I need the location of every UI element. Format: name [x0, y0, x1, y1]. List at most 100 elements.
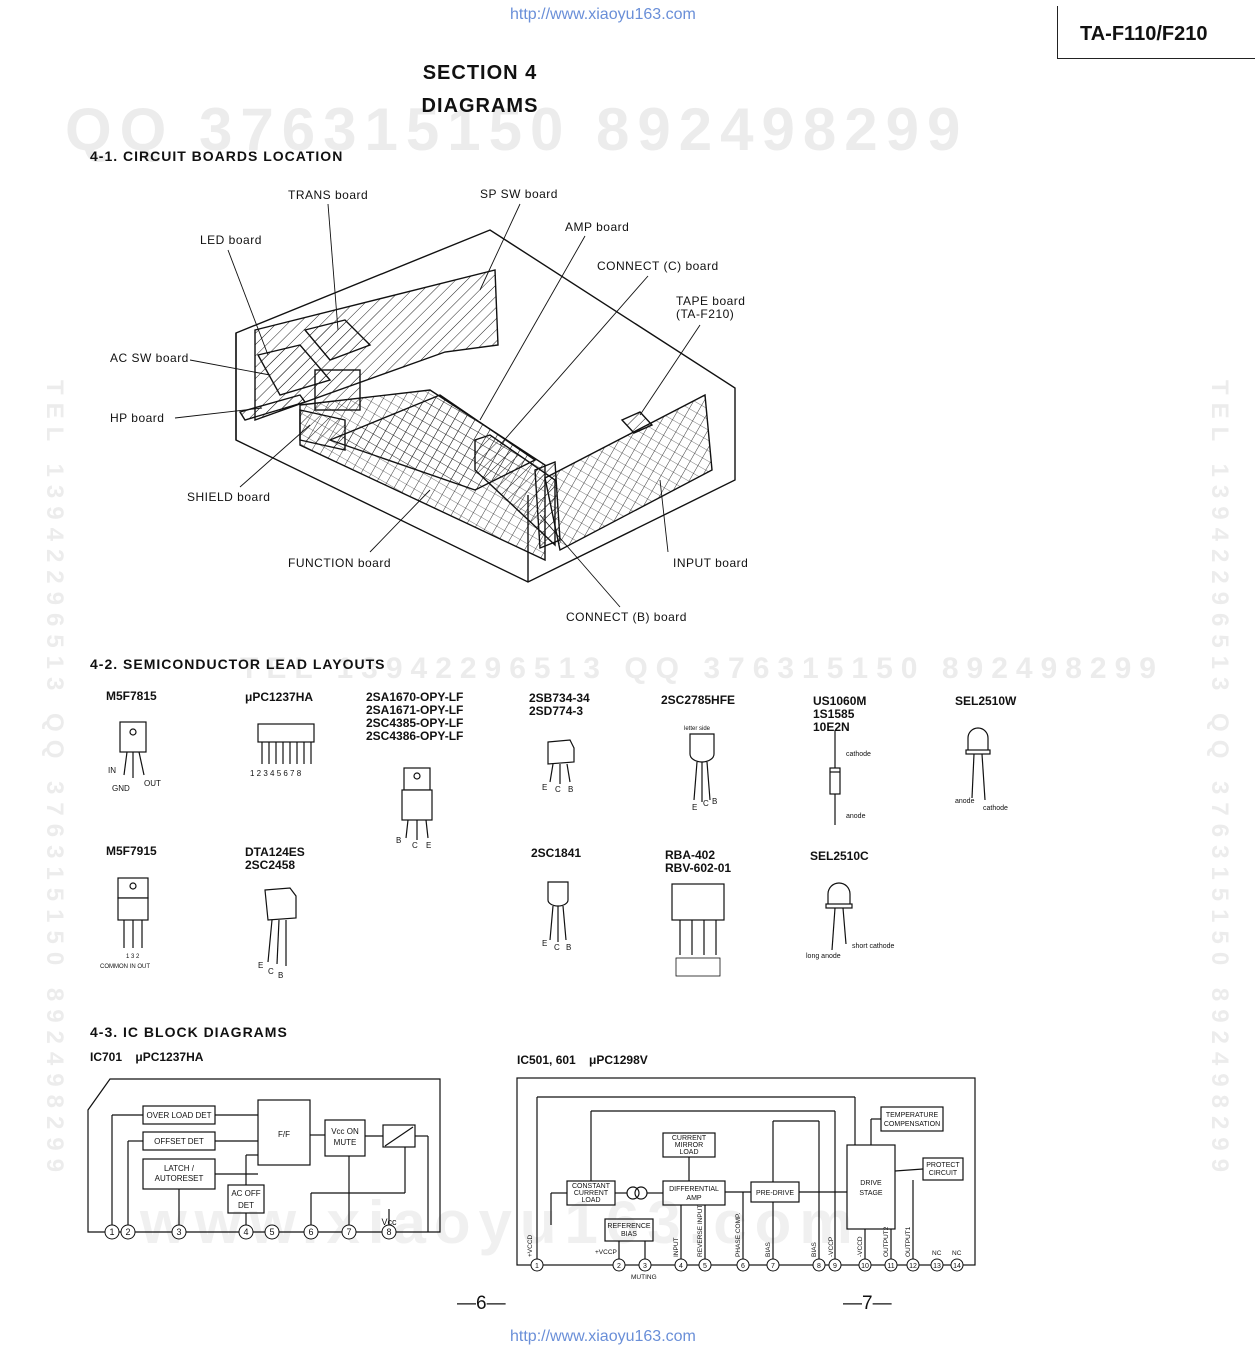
svg-text:CIRCUIT: CIRCUIT	[929, 1170, 958, 1177]
svg-text:5: 5	[703, 1263, 707, 1270]
svg-text:INPUT: INPUT	[673, 1237, 680, 1257]
pin-c: C	[412, 841, 418, 850]
svg-text:8: 8	[386, 1227, 391, 1237]
label-input-board: INPUT board	[673, 556, 749, 570]
svg-text:MUTE: MUTE	[334, 1138, 357, 1147]
part-rba402: RBA-402 RBV-602-01	[665, 848, 732, 875]
ic501-block-diagram: CONSTANT CURRENT LOAD CURRENT MIRROR LOA…	[516, 1077, 976, 1281]
url-top[interactable]: http://www.xiaoyu163.com	[510, 6, 696, 23]
svg-text:OFFSET DET: OFFSET DET	[154, 1137, 204, 1146]
svg-text:PHASE COMP.: PHASE COMP.	[735, 1212, 742, 1257]
block-ff	[257, 1099, 311, 1166]
label-spsw-board: SP SW board	[480, 187, 558, 201]
svg-text:3: 3	[643, 1263, 647, 1270]
svg-text:AUTORESET: AUTORESET	[155, 1174, 204, 1183]
svg-text:4: 4	[243, 1227, 248, 1237]
pin-c-dta: C	[268, 967, 274, 976]
svg-text:Vcc: Vcc	[381, 1217, 397, 1227]
svg-text:Vcc ON: Vcc ON	[331, 1127, 359, 1136]
short-cathode: short cathode	[852, 943, 895, 950]
svg-text:CURRENT: CURRENT	[574, 1190, 609, 1197]
svg-text:BIAS: BIAS	[765, 1242, 772, 1257]
svg-text:2: 2	[617, 1263, 621, 1270]
svg-text:STAGE: STAGE	[859, 1190, 883, 1197]
chassis-illustration	[174, 203, 736, 608]
svg-text:OUTPUT2: OUTPUT2	[883, 1226, 890, 1257]
heading-4-2: 4-2. SEMICONDUCTOR LEAD LAYOUTS	[90, 656, 386, 672]
part-upc1237ha: μPC1237HA	[245, 690, 314, 704]
svg-text:+VCCP: +VCCP	[595, 1249, 617, 1256]
pin-c-2sc2785: C	[703, 799, 709, 808]
svg-text:1: 1	[535, 1263, 539, 1270]
part-us1060m: US1060M 1S1585 10E2N	[813, 694, 867, 734]
watermark-top: QQ 376315150 892498299	[65, 96, 969, 163]
svg-text:OVER LOAD DET: OVER LOAD DET	[147, 1111, 212, 1120]
svg-text:F/F: F/F	[278, 1130, 290, 1139]
diode-anode: anode	[846, 813, 866, 820]
part-m5f7815: M5F7815	[106, 689, 157, 703]
svg-text:TEMPERATURE: TEMPERATURE	[886, 1112, 939, 1119]
label-amp-board: AMP board	[565, 220, 630, 234]
svg-text:NC: NC	[932, 1250, 942, 1257]
svg-text:AMP: AMP	[686, 1195, 702, 1202]
part-2sb734: 2SB734-34 2SD774-3	[529, 691, 590, 718]
part-sel2510w: SEL2510W	[955, 694, 1017, 708]
common-in-out: COMMON IN OUT	[100, 964, 150, 970]
svg-text:6: 6	[741, 1263, 745, 1270]
svg-text:6: 6	[308, 1227, 313, 1237]
svg-text:-VCCD: -VCCD	[857, 1236, 864, 1257]
block-reference-bias	[604, 1218, 654, 1242]
pin-123: 1 3 2	[126, 954, 140, 960]
url-bottom[interactable]: http://www.xiaoyu163.com	[510, 1328, 696, 1345]
pin-b: B	[396, 836, 401, 845]
svg-text:12: 12	[909, 1263, 917, 1270]
pin-c-2sc1841: C	[554, 943, 560, 952]
svg-text:NC: NC	[952, 1250, 962, 1257]
model-number: TA-F110/F210	[1080, 23, 1208, 45]
svg-text:BIAS: BIAS	[811, 1242, 818, 1257]
watermark-bottom: www.xiaoyu163.com	[140, 1189, 861, 1256]
svg-text:1: 1	[109, 1227, 114, 1237]
pin-in: IN	[108, 766, 116, 775]
svg-text:10: 10	[861, 1263, 869, 1270]
svg-text:REVERSE INPUT: REVERSE INPUT	[697, 1205, 704, 1257]
label-function-board: FUNCTION board	[288, 556, 392, 570]
svg-text:LOAD: LOAD	[581, 1197, 600, 1204]
label-trans-board: TRANS board	[288, 188, 369, 202]
svg-text:REFERENCE: REFERENCE	[607, 1223, 651, 1230]
svg-text:7: 7	[771, 1263, 775, 1270]
ledw-anode: anode	[955, 798, 975, 805]
label-shield-board: SHIELD board	[187, 490, 271, 504]
part-2sc2785hfe: 2SC2785HFE	[661, 693, 736, 707]
svg-text:AC OFF: AC OFF	[231, 1189, 260, 1198]
watermark-middle: TEL 13942296513 QQ 376315150 892498299	[240, 652, 1164, 685]
part-m5f7915: M5F7915	[106, 844, 157, 858]
svg-text:PRE-DRIVE: PRE-DRIVE	[756, 1190, 794, 1197]
pin-e: E	[426, 841, 431, 850]
svg-text:9: 9	[833, 1263, 837, 1270]
pin-gnd: GND	[112, 784, 130, 793]
svg-text:4: 4	[679, 1263, 683, 1270]
svg-text:14: 14	[953, 1263, 961, 1270]
section-number: SECTION 4	[422, 62, 538, 84]
pin-b-2sc1841: B	[566, 943, 571, 952]
svg-text:CONSTANT: CONSTANT	[572, 1183, 611, 1190]
label-connect-c-board: CONNECT (C) board	[597, 259, 719, 273]
caption-ic501: IC501, 601 μPC1298V	[517, 1053, 648, 1067]
svg-text:DRIVE: DRIVE	[860, 1180, 882, 1187]
block-drive-stage	[846, 1144, 896, 1230]
semiconductor-drawings: IN GND OUT 1 2 3 4 5 6 7 8 B C E E C B l…	[100, 721, 1008, 980]
part-2sa1670-group: 2SA1670-OPY-LF 2SA1671-OPY-LF 2SC4385-OP…	[366, 690, 464, 743]
pin-out: OUT	[144, 779, 161, 788]
svg-text:BIAS: BIAS	[621, 1231, 637, 1238]
pin-e-dta: E	[258, 961, 263, 970]
label-acsw-board: AC SW board	[110, 351, 189, 365]
svg-text:13: 13	[933, 1263, 941, 1270]
letter-side: letter side	[684, 726, 711, 732]
ledw-cathode: cathode	[983, 805, 1008, 812]
diode-cathode: cathode	[846, 751, 871, 758]
ic701-block-diagram: OVER LOAD DET OFFSET DET LATCH / AUTORES…	[87, 1078, 441, 1240]
label-connect-b-board: CONNECT (B) board	[566, 610, 687, 624]
watermark-right-side: TEL 13942296513 QQ 376315150 892498299	[1206, 380, 1233, 1180]
pin-b-2sb: B	[568, 785, 573, 794]
